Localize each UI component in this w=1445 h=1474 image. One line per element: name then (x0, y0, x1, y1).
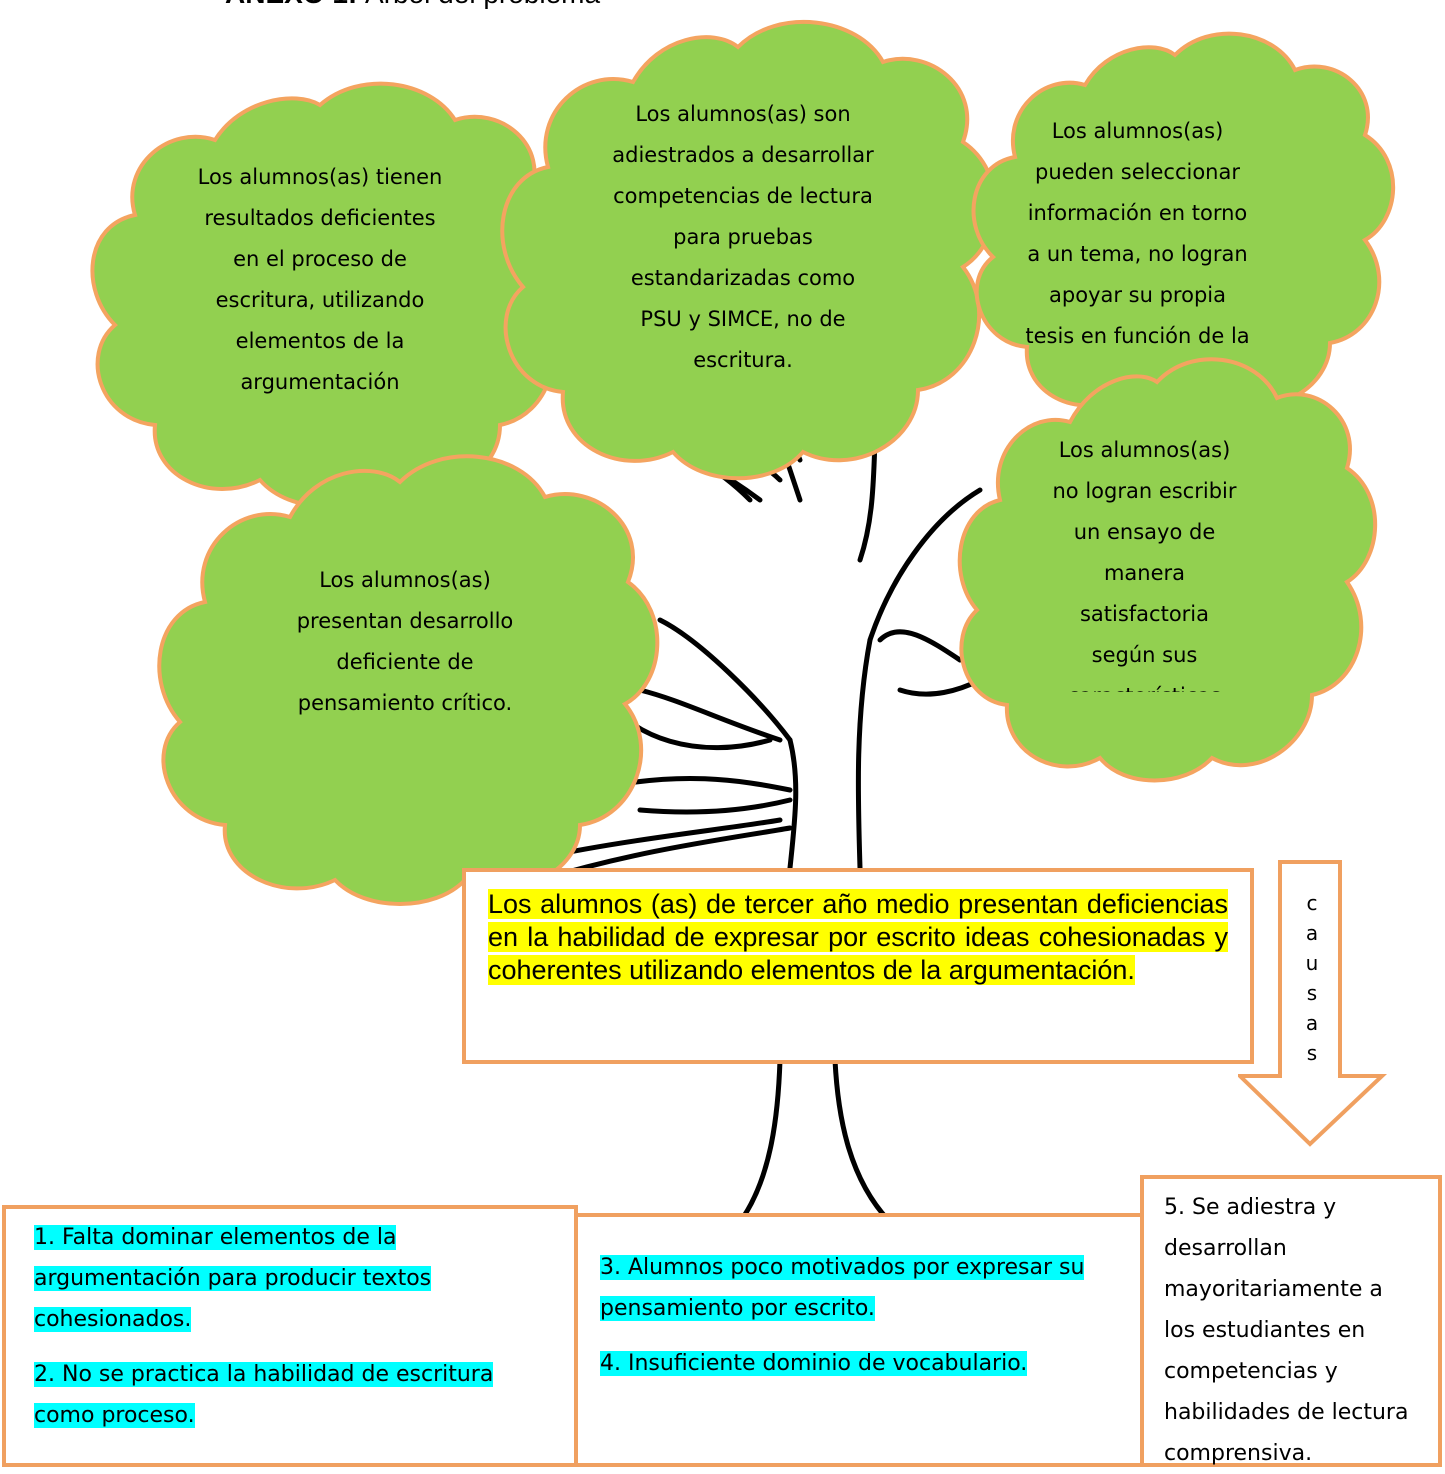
tree-trunk-upper-left (787, 737, 799, 871)
cause-1: 1. Falta dominar elementos de la argumen… (34, 1225, 432, 1332)
effect-cloud-4: Los alumnos(as) presentan desarrollo def… (140, 442, 670, 907)
effect-cloud-5: Los alumnos(as) no logran escribir un en… (952, 350, 1378, 785)
effect-text-1: Los alumnos(as) tienen resultados defici… (197, 165, 443, 394)
cause-box-2: 3. Alumnos poco motivados por expresar s… (574, 1213, 1148, 1467)
tree-trunk-left (737, 1057, 783, 1225)
branch-11 (637, 797, 793, 815)
branch-3 (867, 487, 983, 643)
cloud-shape (957, 357, 1378, 783)
branch-1 (657, 617, 793, 743)
effect-text-4: Los alumnos(as) presentan desarrollo def… (296, 568, 514, 715)
effect-cloud-3: Los alumnos(as) pueden seleccionar infor… (965, 25, 1396, 422)
cause-box-3: 5. Se adiestra y desarrollan mayoritaria… (1140, 1175, 1442, 1467)
branch-2 (637, 687, 783, 743)
cloud-shape (157, 454, 660, 906)
cause-2: 2. No se practica la habilidad de escrit… (34, 1362, 494, 1428)
cause-3: 3. Alumnos poco motivados por expresar s… (600, 1255, 1085, 1321)
tree-trunk-upper-right (855, 637, 873, 871)
central-problem-text: Los alumnos (as) de tercer año medio pre… (488, 889, 1228, 985)
central-problem-box: Los alumnos (as) de tercer año medio pre… (462, 868, 1254, 1064)
effect-text-3: Los alumnos(as) pueden seleccionar infor… (1025, 119, 1250, 348)
cause-box-1: 1. Falta dominar elementos de la argumen… (2, 1205, 578, 1467)
causes-arrow-icon (1238, 860, 1388, 1147)
cause-4: 4. Insuficiente dominio de vocabulario. (600, 1351, 1028, 1376)
effect-text-2: Los alumnos(as) son adiestrados a desarr… (612, 102, 874, 372)
tree-trunk-right (832, 1057, 893, 1225)
effect-cloud-2: Los alumnos(as) son adiestrados a desarr… (488, 12, 998, 482)
causes-arrow-label: c a u s a s (1305, 891, 1319, 1065)
effect-cloud-1: Los alumnos(as) tienen resultados defici… (80, 75, 567, 509)
branch-7 (877, 629, 963, 663)
cause-5: 5. Se adiestra y desarrollan mayoritaria… (1164, 1195, 1409, 1466)
page-title: ANEXO 1: Árbol del problema (225, 0, 600, 10)
effect-text-5: Los alumnos(as) no logran escribir un en… (1052, 438, 1237, 692)
cloud-shape (500, 19, 997, 481)
